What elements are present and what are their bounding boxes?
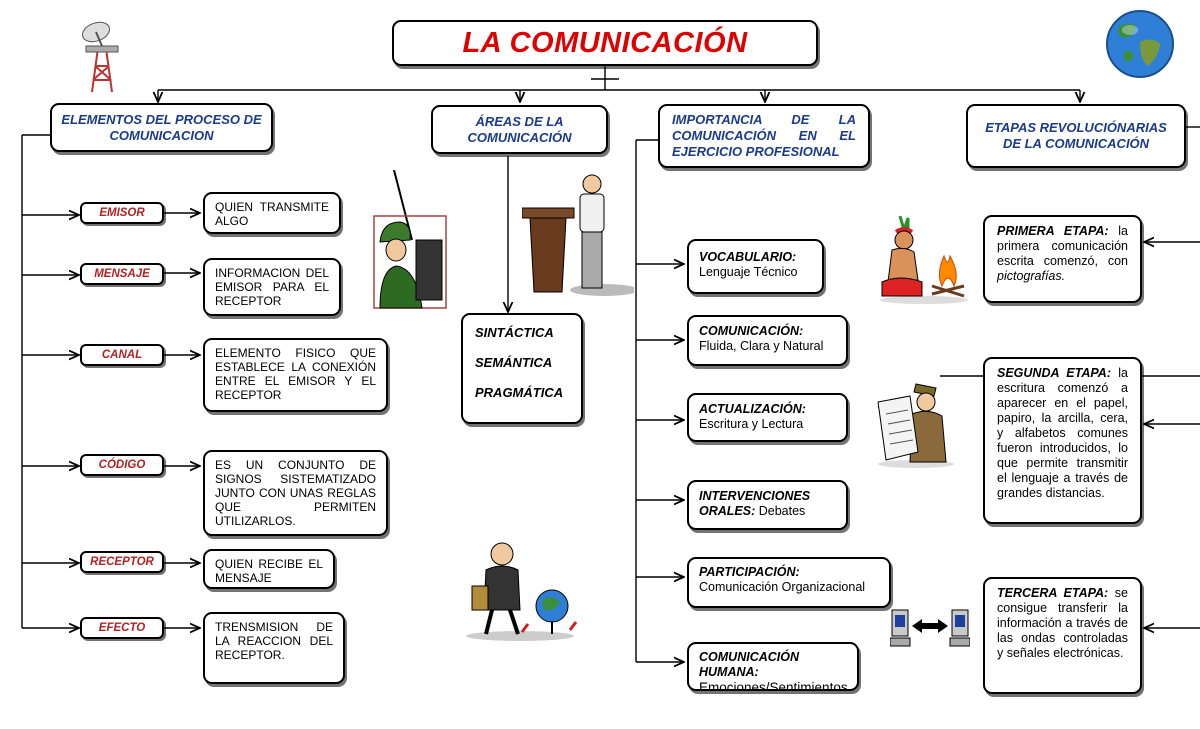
element-receptor: RECEPTOR <box>80 551 164 573</box>
importancia-text: Lenguaje Técnico <box>699 265 797 279</box>
header-elementos: ELEMENTOS DEL PROCESO DE COMUNICACION <box>50 103 273 152</box>
title-box: LA COMUNICACIÓN <box>392 20 818 66</box>
element-label: RECEPTOR <box>90 556 154 568</box>
etapa-primera: PRIMERA ETAPA: la primera comunicación e… <box>983 215 1142 303</box>
element-desc-text: QUIEN TRANSMITE ALGO <box>215 200 329 228</box>
area-semantica: SEMÁNTICA <box>475 355 569 385</box>
area-pragmatica: PRAGMÁTICA <box>475 385 569 415</box>
element-label: EFECTO <box>99 622 145 634</box>
element-emisor: EMISOR <box>80 202 164 224</box>
element-desc-emisor: QUIEN TRANSMITE ALGO <box>203 192 341 234</box>
globe-icon <box>1104 8 1176 80</box>
radio-tower-icon <box>74 18 130 94</box>
importancia-label: COMUNICACIÓN HUMANA: <box>699 650 799 679</box>
header-areas: ÁREAS DE LA COMUNICACIÓN <box>431 105 608 154</box>
importancia-participacion: PARTICIPACIÓN: Comunicación Organizacion… <box>687 557 891 608</box>
etapa-text-italic: pictografías. <box>997 269 1065 283</box>
areas-box: SINTÁCTICA SEMÁNTICA PRAGMÁTICA <box>461 313 583 424</box>
importancia-vocabulario: VOCABULARIO: Lenguaje Técnico <box>687 239 824 294</box>
header-elementos-text: ELEMENTOS DEL PROCESO DE COMUNICACION <box>60 112 263 144</box>
element-desc-text: QUIEN RECIBE EL MENSAJE <box>215 557 323 585</box>
importancia-text: Escritura y Lectura <box>699 417 803 431</box>
importancia-text: Fluida, Clara y Natural <box>699 339 823 353</box>
element-desc-canal: ELEMENTO FISICO QUE ESTABLECE LA CONEXIÓ… <box>203 338 388 412</box>
element-label: EMISOR <box>99 207 144 219</box>
element-desc-text: ES UN CONJUNTO DE SIGNOS SISTEMATIZADO J… <box>215 458 376 528</box>
element-canal: CANAL <box>80 344 164 366</box>
element-label: MENSAJE <box>94 268 150 280</box>
element-desc-text: TRENSMISION DE LA REACCION DEL RECEPTOR. <box>215 620 333 662</box>
newspaper-reader-icon <box>876 382 956 468</box>
importancia-text: Debates <box>759 504 806 518</box>
etapa-segunda: SEGUNDA ETAPA: la escritura comenzó a ap… <box>983 357 1142 524</box>
etapa-text: la escritura comenzó a aparecer en el pa… <box>997 366 1128 500</box>
importancia-label: ACTUALIZACIÓN: <box>699 402 806 416</box>
element-label: CÓDIGO <box>99 459 146 471</box>
element-efecto: EFECTO <box>80 617 164 639</box>
element-desc-receptor: QUIEN RECIBE EL MENSAJE <box>203 549 335 589</box>
element-desc-text: ELEMENTO FISICO QUE ESTABLECE LA CONEXIÓ… <box>215 346 376 402</box>
element-desc-efecto: TRENSMISION DE LA REACCION DEL RECEPTOR. <box>203 612 345 684</box>
importancia-text: Comunicación Organizacional <box>699 580 865 594</box>
computers-link-icon <box>890 606 970 652</box>
etapa-tercera: TERCERA ETAPA: se consigue transferir la… <box>983 577 1142 694</box>
importancia-label: COMUNICACIÓN: <box>699 324 803 338</box>
etapa-label: SEGUNDA ETAPA: <box>997 366 1111 380</box>
page-title: LA COMUNICACIÓN <box>462 27 747 60</box>
soldier-radio-icon <box>372 170 448 310</box>
element-label: CANAL <box>102 349 142 361</box>
importancia-comunicacion: COMUNICACIÓN: Fluida, Clara y Natural <box>687 315 848 366</box>
area-sintactica: SINTÁCTICA <box>475 325 569 355</box>
native-fire-icon <box>878 216 970 304</box>
header-importancia: IMPORTANCIA DE LA COMUNICACIÓN EN EL EJE… <box>658 104 870 168</box>
importancia-label: VOCABULARIO: <box>699 250 796 264</box>
etapa-label: PRIMERA ETAPA: <box>997 224 1109 238</box>
header-etapas-text: ETAPAS REVOLUCIÓNARIAS DE LA COMUNICACIÓ… <box>976 120 1176 152</box>
etapa-label: TERCERA ETAPA: <box>997 586 1108 600</box>
speaker-podium-icon <box>522 172 634 298</box>
element-desc-codigo: ES UN CONJUNTO DE SIGNOS SISTEMATIZADO J… <box>203 450 388 536</box>
header-importancia-text: IMPORTANCIA DE LA COMUNICACIÓN EN EL EJE… <box>672 112 856 159</box>
element-codigo: CÓDIGO <box>80 454 164 476</box>
element-mensaje: MENSAJE <box>80 263 164 285</box>
header-areas-text: ÁREAS DE LA COMUNICACIÓN <box>441 114 598 146</box>
header-etapas: ETAPAS REVOLUCIÓNARIAS DE LA COMUNICACIÓ… <box>966 104 1186 168</box>
importancia-humana: COMUNICACIÓN HUMANA: Emociones/Sentimien… <box>687 642 859 691</box>
element-desc-mensaje: INFORMACION DEL EMISOR PARA EL RECEPTOR <box>203 258 341 316</box>
importancia-actualizacion: ACTUALIZACIÓN: Escritura y Lectura <box>687 393 848 442</box>
professor-globe-icon <box>462 540 580 642</box>
element-desc-text: INFORMACION DEL EMISOR PARA EL RECEPTOR <box>215 266 329 308</box>
importancia-intervenciones: INTERVENCIONES ORALES: Debates <box>687 480 848 530</box>
importancia-label: PARTICIPACIÓN: <box>699 565 800 579</box>
importancia-text: Emociones/Sentimientos <box>699 680 848 691</box>
